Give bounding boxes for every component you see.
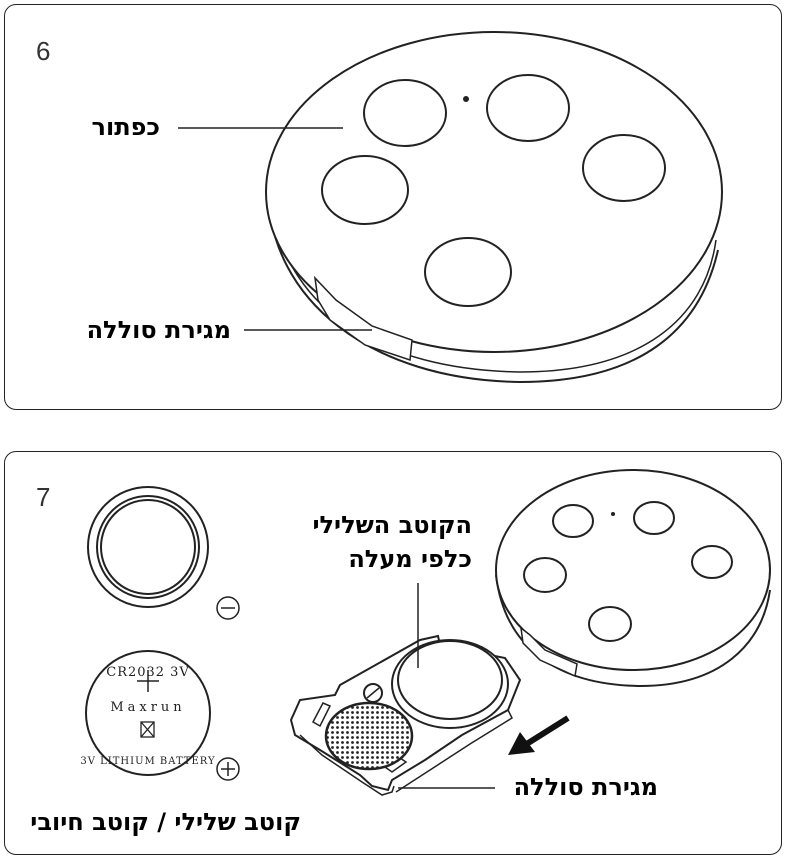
negative-up-label-line1: הקוטב השלילי xyxy=(312,511,472,539)
plus-symbol-icon xyxy=(216,757,240,781)
battery-back xyxy=(87,486,209,608)
battery-contact-mesh xyxy=(324,701,414,771)
button-5[interactable] xyxy=(424,237,512,307)
svg-text:3V LITHIUM BATTERY: 3V LITHIUM BATTERY xyxy=(80,756,215,767)
battery-front xyxy=(85,650,211,776)
insert-direction-arrow-icon xyxy=(508,715,570,755)
button-1[interactable] xyxy=(363,79,447,147)
step-6-number: 6 xyxy=(36,36,51,66)
negative-up-label-line2: כלפי מעלה xyxy=(348,545,472,573)
button-2[interactable] xyxy=(486,74,570,142)
remote-open-view xyxy=(495,469,771,688)
step-7-number: 7 xyxy=(36,482,51,512)
led-indicator xyxy=(463,96,469,102)
step-7-panel xyxy=(4,451,782,855)
minus-symbol-icon xyxy=(216,596,240,620)
battery-tray-label: מגירת סוללה xyxy=(86,316,231,344)
button-label: כפתור xyxy=(91,113,160,141)
polarity-label: קוטב שלילי / קוטב חיובי xyxy=(30,808,301,836)
button-4[interactable] xyxy=(582,134,666,202)
button-3[interactable] xyxy=(321,155,409,225)
battery-tray-label-7: מגירת סוללה xyxy=(513,773,658,801)
remote-top-view xyxy=(178,31,723,384)
svg-text:Maxrun: Maxrun xyxy=(110,700,185,715)
